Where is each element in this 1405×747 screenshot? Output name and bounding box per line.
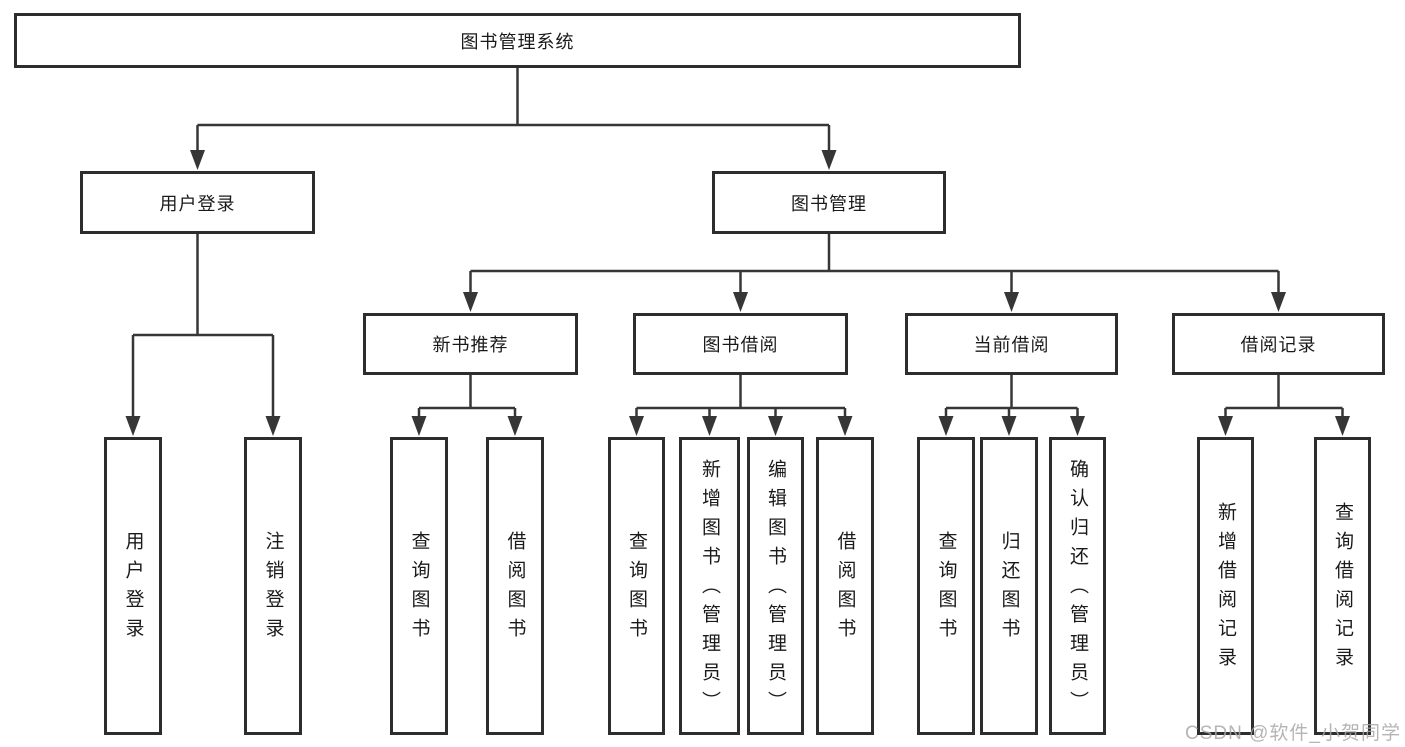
leaf-nb-query-books: 查询图书 <box>390 437 448 735</box>
leaf-cb-return-books: 归还图书 <box>980 437 1038 735</box>
leaf-bb-borrow-books: 借阅图书 <box>816 437 874 735</box>
leaf-bb-edit-books-admin: 编辑图书（管理员） <box>747 437 804 735</box>
leaf-cb-query-books: 查询图书 <box>917 437 975 735</box>
leaf-cb-confirm-return-admin: 确认归还（管理员） <box>1049 437 1106 735</box>
leaf-logout: 注销登录 <box>244 437 302 735</box>
leaf-br-query-record: 查询借阅记录 <box>1314 437 1371 735</box>
leaf-bb-add-books-admin: 新增图书（管理员） <box>679 437 740 735</box>
node-book-management: 图书管理 <box>712 171 946 234</box>
leaf-bb-query-books: 查询图书 <box>608 437 665 735</box>
node-new-book-recommend: 新书推荐 <box>363 313 578 375</box>
leaf-user-login: 用户登录 <box>104 437 162 735</box>
leaf-nb-borrow-books: 借阅图书 <box>486 437 544 735</box>
node-book-borrowing: 图书借阅 <box>633 313 848 375</box>
csdn-watermark: CSDN @软件_小贺同学 <box>1185 723 1401 744</box>
node-borrowing-records: 借阅记录 <box>1172 313 1385 375</box>
node-current-borrowing: 当前借阅 <box>905 313 1118 375</box>
leaf-br-add-record: 新增借阅记录 <box>1197 437 1254 735</box>
node-library-system: 图书管理系统 <box>14 13 1021 68</box>
node-user-login: 用户登录 <box>80 171 315 234</box>
